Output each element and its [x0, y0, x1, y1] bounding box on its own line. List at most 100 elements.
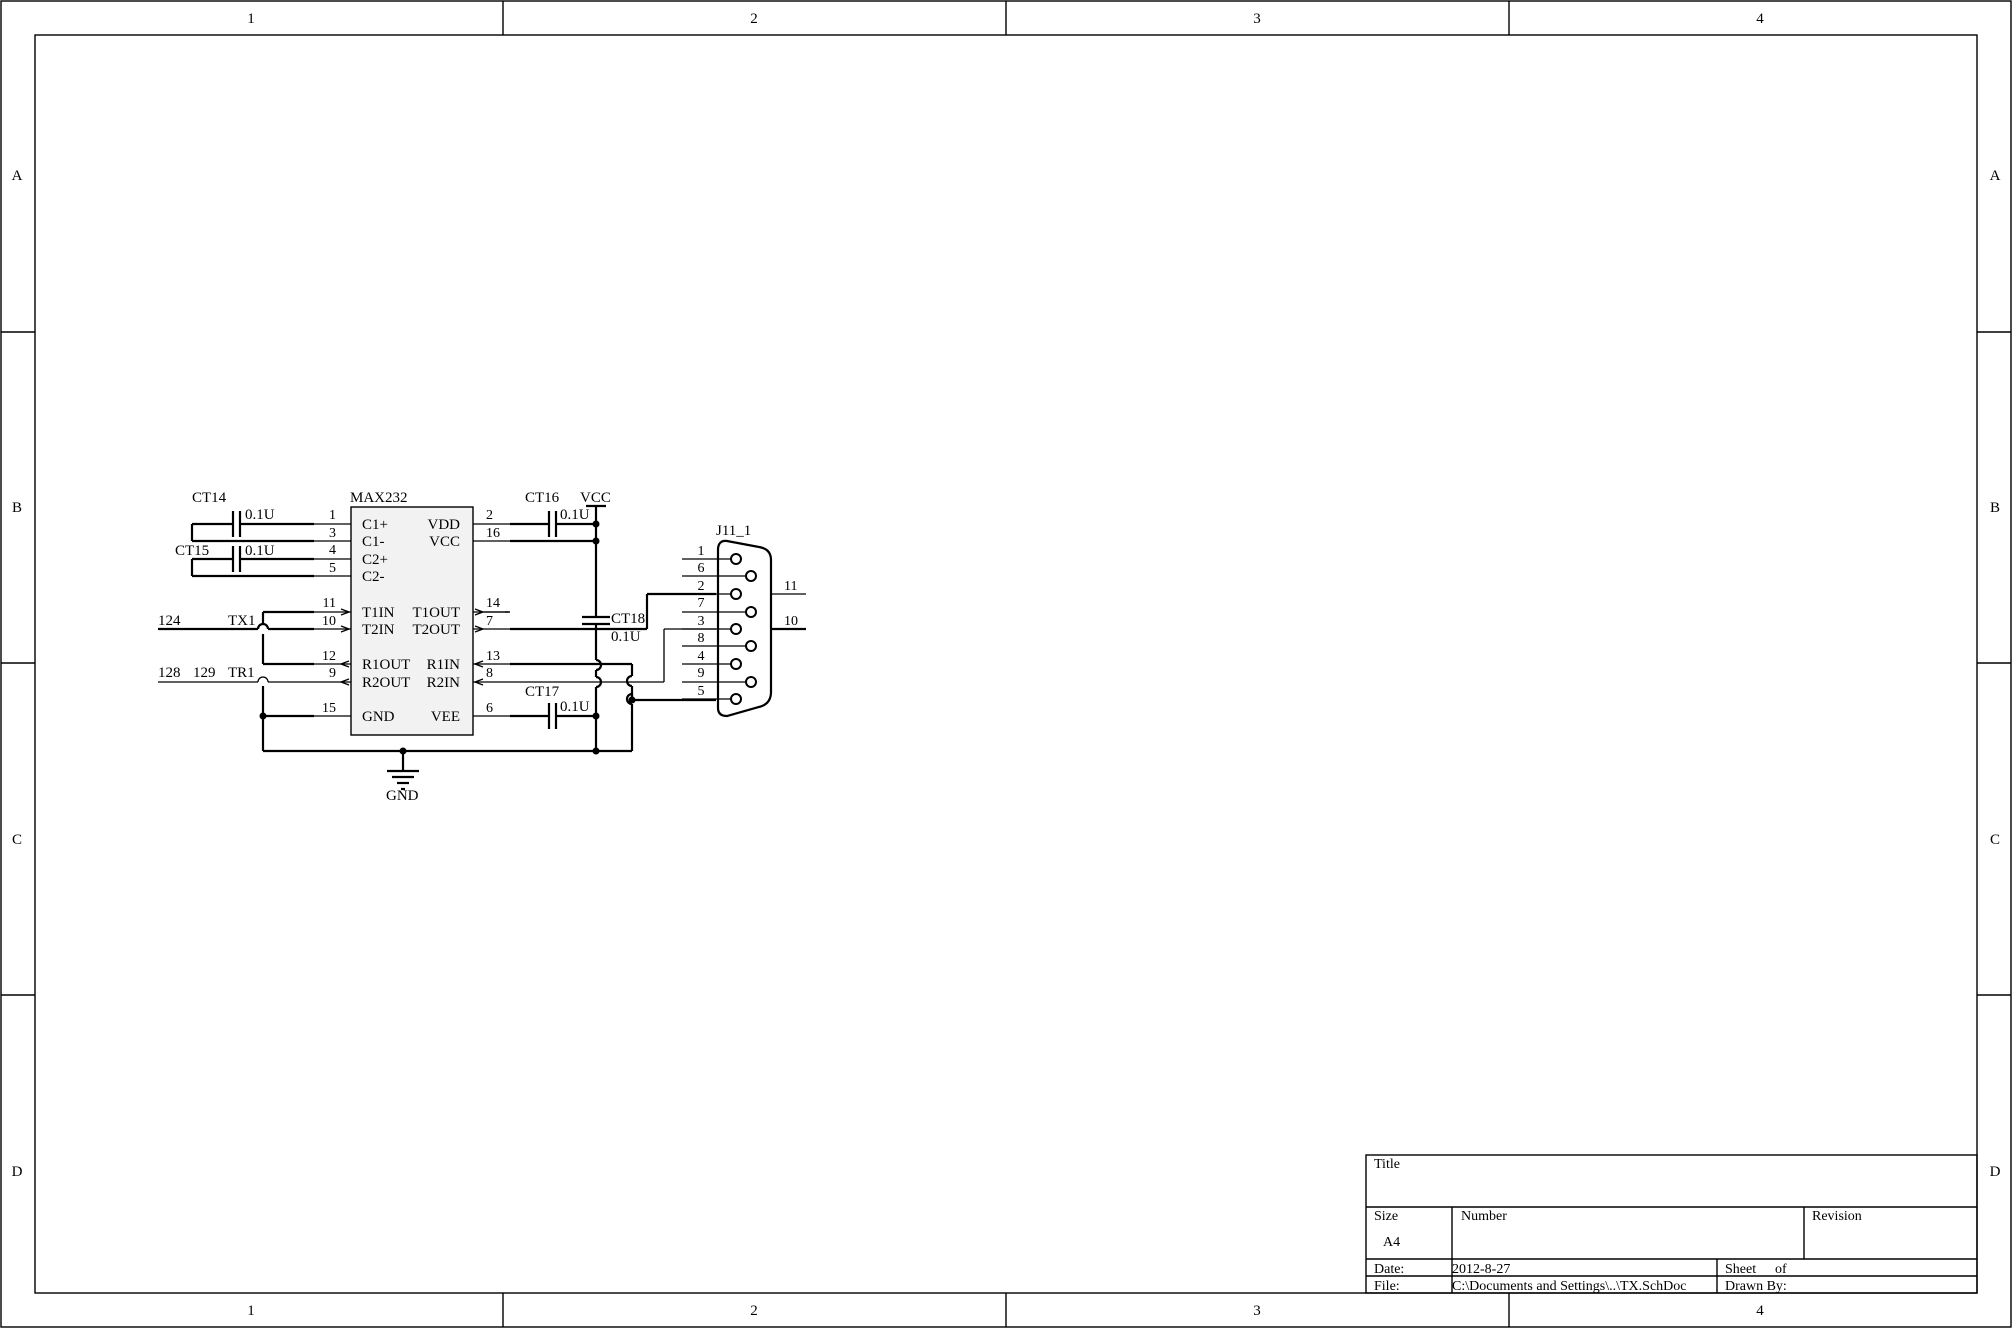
- gnd-label: GND: [386, 788, 419, 804]
- net-num-129: 129: [193, 665, 216, 681]
- zone-row-a-right: A: [1990, 168, 2001, 184]
- ic-pin-name-c2m: C2-: [362, 569, 385, 585]
- ic-pin-num-7: 7: [486, 614, 493, 629]
- capacitor-ct18-value: 0.1U: [611, 629, 641, 645]
- connector-pin-5: 5: [698, 684, 705, 699]
- vcc-label: VCC: [580, 490, 611, 506]
- ic-pin-num-6: 6: [486, 701, 493, 716]
- connector-mount-pin-11: 11: [784, 579, 797, 594]
- capacitor-ct16-ref: CT16: [525, 490, 560, 506]
- file-label: File:: [1374, 1279, 1400, 1294]
- capacitor-ct16: CT16 0.1U: [510, 490, 595, 537]
- capacitor-ct14-value: 0.1U: [245, 507, 275, 523]
- zone-col-1-bottom: 1: [247, 1303, 255, 1319]
- capacitor-ct14: CT14 0.1U: [190, 490, 314, 543]
- ic-pin-name-t2in: T2IN: [362, 622, 395, 638]
- ic-pin-num-12: 12: [322, 649, 336, 664]
- connector-pin-2: 2: [698, 579, 705, 594]
- of-label: of: [1775, 1262, 1787, 1277]
- ic-body: [350, 506, 474, 736]
- zone-row-d-left: D: [12, 1164, 23, 1180]
- ic-pin-num-10: 10: [322, 614, 336, 629]
- zone-col-4-bottom: 4: [1756, 1303, 1764, 1319]
- capacitor-ct16-value: 0.1U: [560, 507, 590, 523]
- ic-pin-num-9: 9: [329, 666, 336, 681]
- ic-pin-num-14: 14: [486, 596, 500, 611]
- connector-mount-pin-10: 10: [784, 614, 798, 629]
- ic-pin-num-8: 8: [486, 666, 493, 681]
- connector-pin-6: 6: [698, 561, 705, 576]
- zone-col-1-top: 1: [247, 11, 255, 27]
- ic-pin-num-5: 5: [329, 561, 336, 576]
- net-num-128: 128: [158, 665, 181, 681]
- connector-pin-3: 3: [698, 614, 705, 629]
- zone-col-3-top: 3: [1253, 11, 1261, 27]
- capacitor-ct17: CT17 0.1U: [510, 684, 595, 729]
- net-num-124: 124: [158, 613, 181, 629]
- capacitor-ct17-value: 0.1U: [560, 699, 590, 715]
- zone-col-4-top: 4: [1756, 11, 1764, 27]
- sheet-label: Sheet: [1725, 1262, 1756, 1277]
- capacitor-ct15-value: 0.1U: [245, 543, 275, 559]
- connector-pin-1: 1: [698, 544, 705, 559]
- size-value: A4: [1383, 1235, 1400, 1250]
- ic-pin-name-t2out: T2OUT: [413, 622, 461, 638]
- zone-labels: 1 2 3 4 1 2 3 4 A B C D A B C D: [12, 11, 2001, 1319]
- vcc-power-port: VCC: [580, 490, 611, 524]
- ic-pin-name-t1out: T1OUT: [413, 605, 461, 621]
- drawn-by-label: Drawn By:: [1725, 1279, 1787, 1294]
- title-label: Title: [1374, 1157, 1400, 1172]
- ic-pin-num-15: 15: [322, 701, 336, 716]
- connector-pin-7: 7: [698, 596, 705, 611]
- connector-pin-9: 9: [698, 666, 705, 681]
- ic-pin-num-2: 2: [486, 508, 493, 523]
- connector-designator: J11_1: [716, 523, 751, 539]
- capacitor-ct15-ref: CT15: [175, 543, 209, 559]
- ic-max232: MAX232 C1+ C1- C2+ C2- T1IN T2IN: [314, 490, 510, 736]
- capacitor-ct17-ref: CT17: [525, 684, 560, 700]
- revision-label: Revision: [1812, 1209, 1862, 1224]
- title-block: Title Size A4 Number Revision Date: 2012…: [1365, 1154, 1978, 1294]
- gnd-power-port: GND: [386, 751, 419, 804]
- connector-pin-4: 4: [698, 649, 705, 664]
- ic-pin-name-c1p: C1+: [362, 517, 388, 533]
- capacitor-ct14-ref: CT14: [192, 490, 227, 506]
- net-name-tx1: TX1: [228, 613, 256, 629]
- zone-row-d-right: D: [1990, 1164, 2001, 1180]
- ic-designator: MAX232: [350, 490, 408, 506]
- ic-pin-num-16: 16: [486, 526, 500, 541]
- ic-pin-name-vee: VEE: [431, 709, 460, 725]
- ic-pin-num-1: 1: [329, 508, 336, 523]
- capacitor-ct18-ref: CT18: [611, 611, 645, 627]
- size-label: Size: [1374, 1209, 1398, 1224]
- zone-row-a-left: A: [12, 168, 23, 184]
- date-value: 2012-8-27: [1452, 1262, 1510, 1277]
- junctions: [259, 520, 636, 755]
- date-label: Date:: [1374, 1262, 1404, 1277]
- ic-pin-num-3: 3: [329, 526, 336, 541]
- ic-pin-name-r1in: R1IN: [427, 657, 461, 673]
- zone-row-b-right: B: [1990, 500, 2000, 516]
- file-value: C:\Documents and Settings\..\TX.SchDoc: [1452, 1279, 1686, 1294]
- zone-row-b-left: B: [12, 500, 22, 516]
- ic-pin-name-c1m: C1-: [362, 534, 385, 550]
- ic-pin-num-11: 11: [323, 596, 336, 611]
- zone-row-c-right: C: [1990, 832, 2000, 848]
- ic-pin-name-r2out: R2OUT: [362, 675, 410, 691]
- ic-pin-name-vdd: VDD: [428, 517, 461, 533]
- ic-pin-name-t1in: T1IN: [362, 605, 395, 621]
- zone-col-3-bottom: 3: [1253, 1303, 1261, 1319]
- ic-pin-num-4: 4: [329, 543, 336, 558]
- ic-pin-name-r1out: R1OUT: [362, 657, 410, 673]
- zone-col-2-top: 2: [750, 11, 758, 27]
- zone-col-2-bottom: 2: [750, 1303, 758, 1319]
- net-name-tr1: TR1: [228, 665, 255, 681]
- net-labels: 124 TX1 128 129 TR1: [158, 613, 256, 681]
- ic-pin-num-13: 13: [486, 649, 500, 664]
- ic-pin-name-gnd: GND: [362, 709, 395, 725]
- capacitor-ct15: CT15 0.1U: [175, 543, 314, 578]
- number-label: Number: [1461, 1209, 1507, 1224]
- zone-row-c-left: C: [12, 832, 22, 848]
- ic-pin-name-c2p: C2+: [362, 552, 388, 568]
